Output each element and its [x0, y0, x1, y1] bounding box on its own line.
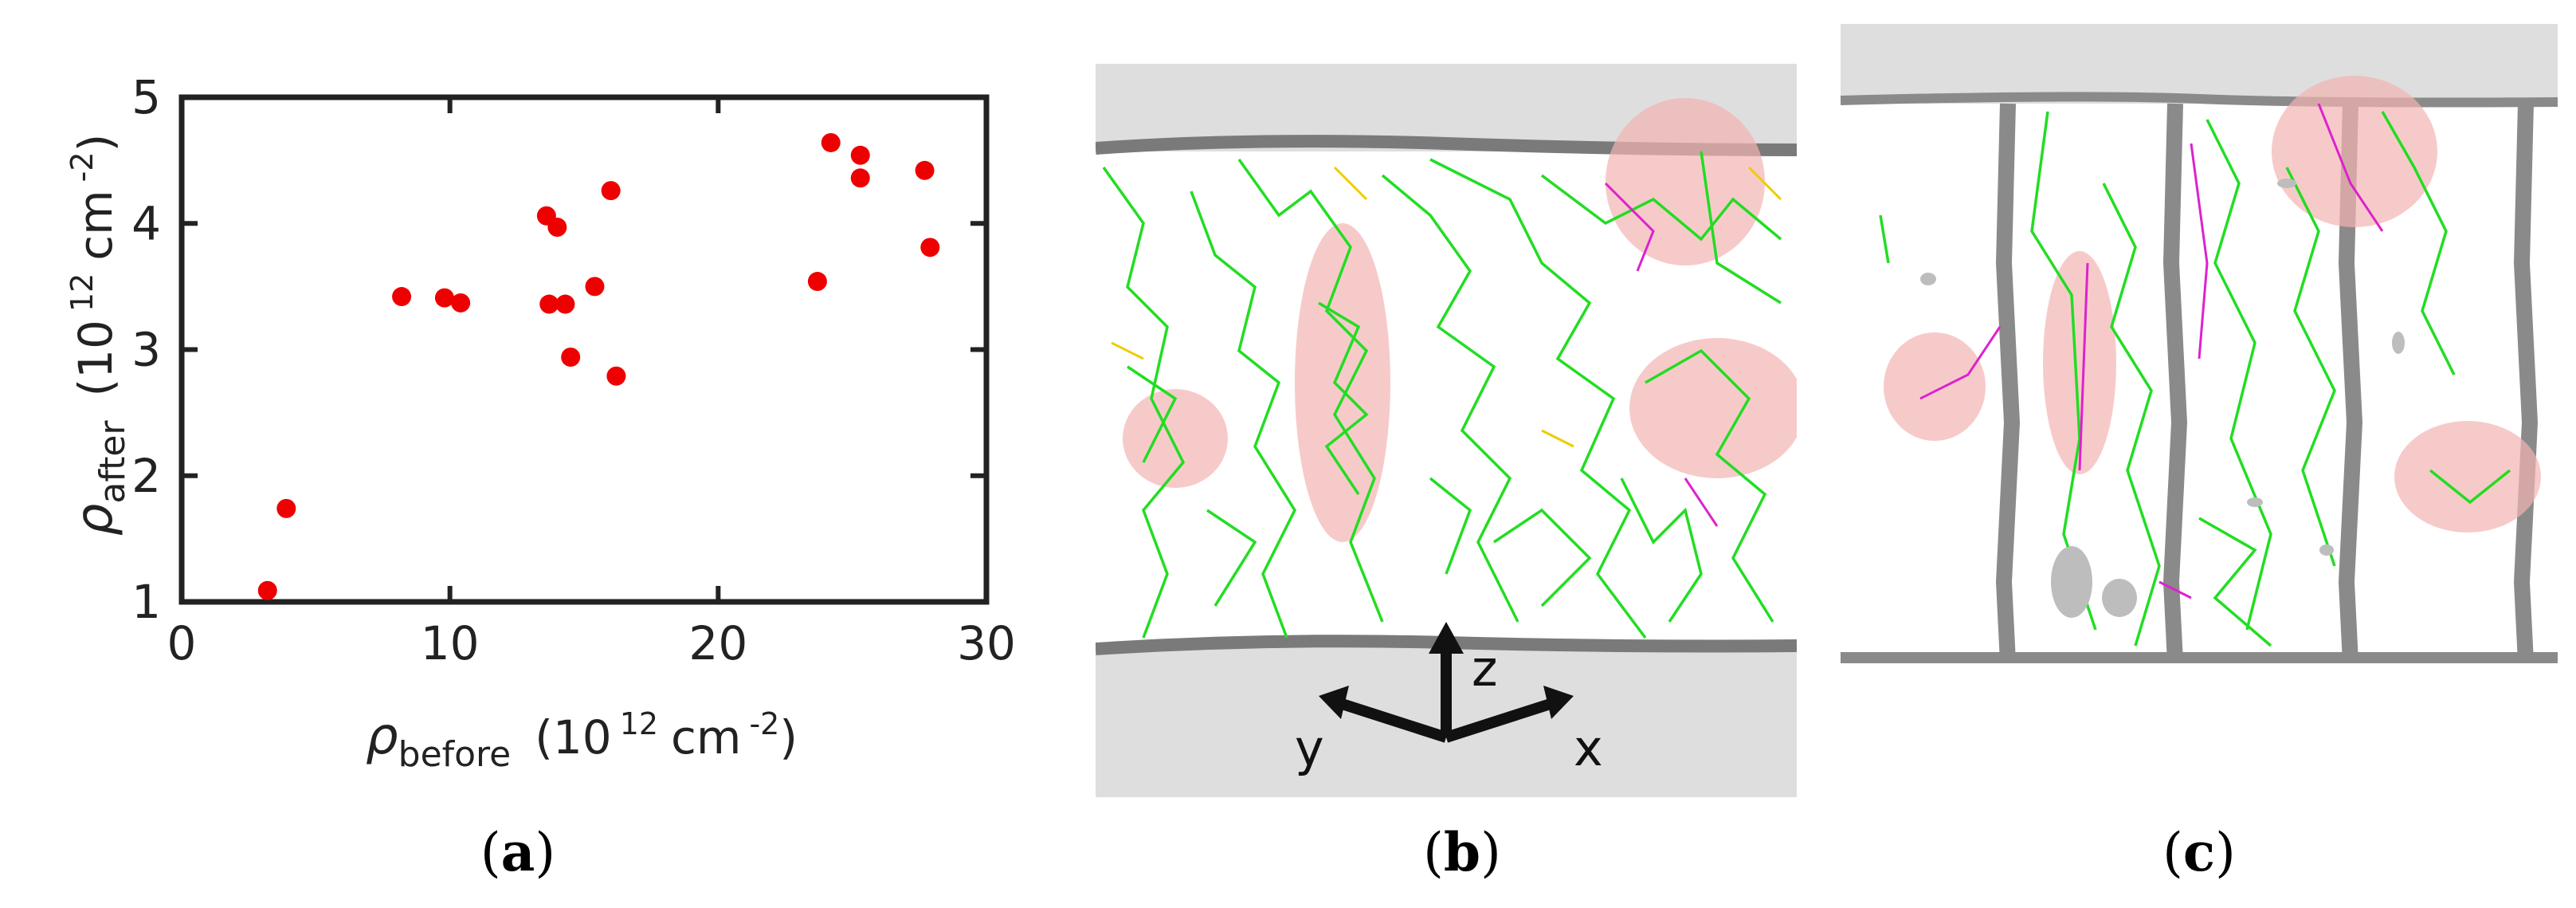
y-tick-label: 4 [131, 196, 161, 250]
y-label-unit-close: ) [69, 134, 123, 152]
dislocation-lines-secondary [1919, 103, 2384, 599]
data-point [606, 366, 626, 386]
x-label-unit-mid: cm [671, 710, 741, 765]
highlight-region [2394, 421, 2541, 533]
data-point [547, 217, 567, 237]
panel-caption-b: (b) [1423, 821, 1501, 883]
y-tick-label: 5 [131, 70, 161, 124]
top-surface-slab [1841, 24, 2558, 104]
y-axis-label: ρafter (10 12 cm -2) [65, 134, 133, 536]
highlight-region [1629, 338, 1797, 478]
data-point [434, 288, 454, 308]
y-label-sub: after [92, 420, 133, 504]
x-label-unit-close: ) [779, 710, 798, 765]
y-label-unit-open: (10 [69, 320, 123, 396]
chart-points [257, 132, 940, 600]
data-point [821, 132, 841, 152]
dislocation-view-c [1841, 24, 2558, 797]
data-point [601, 181, 621, 201]
data-point [915, 160, 935, 180]
data-point [276, 498, 296, 518]
y-axis-label-triad: y [1295, 719, 1324, 777]
dislocation-view-b: z y x [1096, 64, 1797, 797]
data-point [850, 168, 870, 188]
dislocation-lines-secondary [1111, 166, 1782, 527]
data-point [807, 272, 827, 292]
highlight-region [1123, 389, 1228, 488]
panel-caption-a: (a) [480, 821, 556, 883]
y-label-exp2: -2 [65, 151, 100, 182]
x-label-sub: before [398, 734, 512, 775]
x-tick-label: 30 [957, 616, 1016, 670]
x-label-exp2: -2 [749, 706, 779, 741]
data-point [561, 347, 581, 367]
z-axis-label: z [1472, 639, 1498, 698]
dislocation-lines [1102, 151, 1782, 639]
panel-caption-c: (c) [2162, 821, 2236, 883]
x-tick-label: 20 [688, 616, 747, 670]
axes-triad-icon [1319, 622, 1574, 743]
y-tick-label: 3 [131, 323, 161, 377]
highlight-region [1606, 98, 1765, 265]
y-label-symbol: ρ [65, 504, 124, 537]
highlight-region [1884, 332, 1986, 441]
data-point [392, 287, 412, 307]
x-tick-label: 10 [421, 616, 480, 670]
y-label-unit-mid: cm [69, 190, 123, 260]
highlight-region [2043, 251, 2116, 474]
x-label-symbol: ρ [366, 707, 398, 766]
chart-axes: 0 10 20 30 1 2 3 4 5 [131, 70, 1016, 670]
x-axis-label: ρbefore (10 12 cm-2) [366, 706, 798, 775]
data-point [539, 294, 559, 314]
y-tick-label: 2 [131, 449, 161, 503]
svg-text:ρafter(1012cm-2): ρafter (10 12 cm -2) [65, 134, 133, 536]
top-surface-edge [1841, 92, 2558, 108]
data-point [257, 580, 277, 600]
x-label-exp: 12 [620, 706, 658, 741]
data-point [585, 277, 605, 297]
debris-particles [1920, 179, 2405, 618]
x-label-unit-open: (10 [535, 710, 611, 765]
data-point [920, 238, 940, 257]
y-tick-label: 1 [131, 575, 161, 629]
x-axis-label-triad: x [1574, 719, 1603, 777]
y-label-exp: 12 [65, 273, 100, 312]
highlight-region [2272, 76, 2437, 227]
data-point [555, 294, 575, 314]
x-tick-label: 0 [167, 616, 197, 670]
data-point [850, 145, 870, 165]
data-point [451, 293, 471, 312]
